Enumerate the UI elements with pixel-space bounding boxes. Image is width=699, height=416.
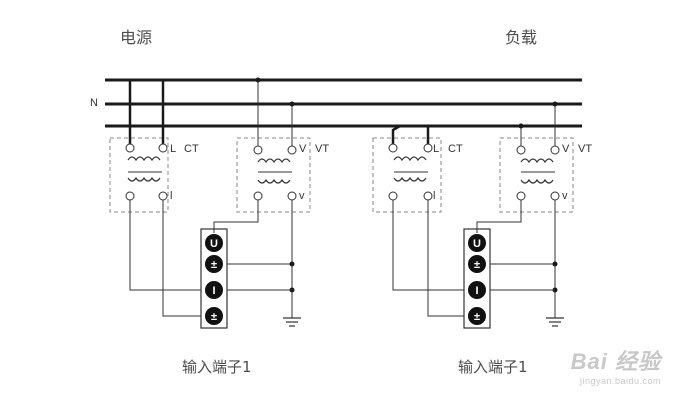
meter-caption-1: 输入端子1 [182, 358, 252, 376]
junction-dot [289, 101, 295, 107]
ct-primary-1 [105, 78, 132, 148]
vt-coil-top-1 [257, 158, 291, 164]
ct-primary-2 [391, 124, 582, 148]
meter-pm-terminal-1 [205, 307, 223, 325]
ct-terminal-1 [158, 143, 168, 153]
watermark: Bai 经验 jingyan.baidu.com [571, 344, 661, 386]
ct-primary-return-1 [161, 78, 582, 148]
meter-pm-terminal-2 [468, 307, 486, 325]
vt-terminal-2 [550, 145, 560, 155]
ct-terminal-2 [423, 143, 433, 153]
ct-terminal-bottom-label-2: l [433, 190, 436, 202]
ct-terminal-bottom-label-1: l [170, 190, 173, 202]
ct-box-2 [372, 137, 442, 213]
ct-coil-top-2 [393, 156, 427, 162]
vt-terminal-top-label-1: V [299, 143, 307, 155]
vt-terminal-2 [516, 191, 526, 201]
meter-pm-symbol-1: ± [211, 259, 217, 271]
vt-terminal-2 [516, 145, 526, 155]
neutral-label: N [90, 97, 98, 109]
meter-pm-symbol-2: ± [474, 259, 480, 271]
meter-i-symbol-2: I [475, 285, 478, 297]
ct-terminal-1 [158, 191, 168, 201]
vt-terminal-1 [287, 145, 297, 155]
vt-coil-bottom-2 [520, 178, 554, 184]
meter-caption-2: 输入端子1 [458, 358, 528, 376]
wire-vt-u-2 [476, 200, 522, 233]
vt-label-2: VT [578, 143, 593, 155]
meter-u-terminal-2 [468, 234, 486, 252]
meter-i-terminal-1 [205, 281, 223, 299]
vt-terminal-1 [253, 191, 263, 201]
watermark-brand: Bai 经验 [570, 349, 661, 374]
vt-terminal-bottom-label-1: v [299, 190, 305, 202]
meter-pm-terminal-1 [205, 255, 223, 273]
wire-vt-u-1 [213, 200, 259, 233]
ct-terminal-2 [423, 191, 433, 201]
meter-u-symbol-1: U [210, 238, 218, 250]
vt-terminal-2 [550, 191, 560, 201]
ct-coil-top-1 [127, 156, 161, 162]
vt-terminal-1 [253, 145, 263, 155]
wire-ct-pm-2 [427, 200, 464, 317]
wire-ct-i-2 [392, 200, 464, 291]
vt-box-2 [499, 137, 574, 213]
ct-box-1 [109, 137, 169, 213]
ct-label-2: CT [448, 143, 463, 155]
vt-terminal-top-label-2: V [562, 143, 570, 155]
junction-dot [552, 101, 558, 107]
vt-terminal-1 [287, 191, 297, 201]
junction-dot [518, 123, 524, 129]
meter-pm-symbol-2: ± [474, 311, 480, 323]
vt-coil-top-2 [520, 158, 554, 164]
ct-coil-bottom-1 [127, 176, 161, 182]
junction-dot [289, 261, 295, 267]
watermark-url: jingyan.baidu.com [579, 376, 661, 386]
ct-terminal-top-label-1: L [170, 143, 177, 155]
meter-u-symbol-2: U [473, 238, 481, 250]
wire-ct-i-1 [129, 200, 201, 291]
meter-u-terminal-1 [205, 234, 223, 252]
ct-terminal-2 [388, 191, 398, 201]
meter-i-terminal-2 [468, 281, 486, 299]
vt-box-1 [236, 137, 311, 213]
vt-coil-bottom-1 [257, 178, 291, 184]
meter-pm-terminal-2 [468, 255, 486, 273]
vt-label-1: VT [315, 143, 330, 155]
wire-ct-pm-1 [162, 200, 201, 317]
ct-terminal-1 [125, 191, 135, 201]
ct-terminal-top-label-2: L [433, 143, 440, 155]
meter-i-symbol-1: I [212, 285, 215, 297]
meter-pm-symbol-1: ± [211, 311, 217, 323]
junction-dot [255, 77, 261, 83]
source-label: 电源 [120, 28, 153, 47]
junction-dot [552, 261, 558, 267]
ct-coil-bottom-2 [393, 176, 427, 182]
load-label: 负载 [505, 28, 538, 47]
vt-terminal-bottom-label-2: v [562, 190, 568, 202]
ct-label-1: CT [184, 143, 199, 155]
ct-terminal-2 [388, 143, 398, 153]
ct-terminal-1 [125, 143, 135, 153]
